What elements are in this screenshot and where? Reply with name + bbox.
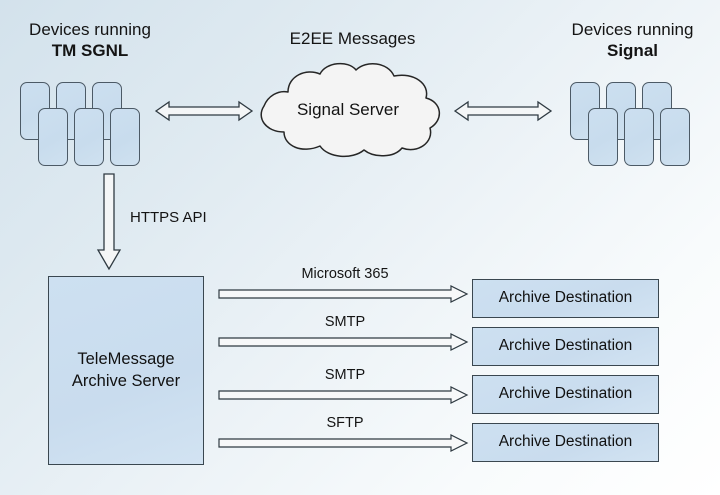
telemessage-archive-server-box: TeleMessage Archive Server [48, 276, 204, 465]
left-devices-caption: Devices running TM SGNL [10, 20, 170, 61]
e2ee-caption: E2EE Messages [265, 29, 440, 50]
cloud-label: Signal Server [296, 100, 400, 119]
cloud-shape [260, 62, 440, 158]
device-phone [74, 108, 104, 166]
right-device-group [570, 82, 700, 168]
https-api-label: HTTPS API [130, 209, 207, 226]
left-devices-caption-line1: Devices running [29, 20, 151, 39]
channel-arrow-2 [218, 386, 469, 404]
protocol-label-2: SMTP [324, 367, 366, 383]
archive-destination-box-2: Archive Destination [472, 375, 659, 414]
signal-server-cloud: Signal Server [250, 58, 446, 160]
archive-destination-label-3: Archive Destination [498, 433, 633, 451]
device-phone [660, 108, 690, 166]
protocol-label-0: Microsoft 365 [301, 266, 389, 282]
channel-arrow-3 [218, 434, 469, 452]
e2ee-caption-text: E2EE Messages [289, 29, 416, 48]
channel-arrow-0 [218, 285, 469, 303]
archive-destination-label-1: Archive Destination [498, 337, 633, 355]
protocol-label-1: SMTP [324, 314, 366, 330]
device-phone [588, 108, 618, 166]
archive-destination-box-0: Archive Destination [472, 279, 659, 318]
devices-to-cloud-arrow [154, 100, 254, 122]
archive-server-line1: TeleMessage [77, 350, 175, 369]
left-devices-caption-line2: TM SGNL [51, 40, 129, 60]
archive-destination-box-1: Archive Destination [472, 327, 659, 366]
archive-destination-box-3: Archive Destination [472, 423, 659, 462]
right-devices-caption-line2: Signal [606, 40, 658, 60]
right-devices-caption: Devices running Signal [550, 20, 715, 61]
cloud-to-devices-arrow [453, 100, 553, 122]
archive-destination-label-2: Archive Destination [498, 385, 633, 403]
archive-server-line2: Archive Server [71, 371, 181, 390]
archive-destination-label-0: Archive Destination [498, 289, 633, 307]
device-phone [624, 108, 654, 166]
left-device-group [20, 82, 150, 168]
https-api-arrow [96, 173, 122, 271]
device-phone [110, 108, 140, 166]
device-phone [38, 108, 68, 166]
right-devices-caption-line1: Devices running [571, 20, 694, 39]
protocol-label-3: SFTP [326, 415, 364, 431]
channel-arrow-1 [218, 333, 469, 351]
archive-server-label: TeleMessage Archive Server [72, 349, 180, 392]
